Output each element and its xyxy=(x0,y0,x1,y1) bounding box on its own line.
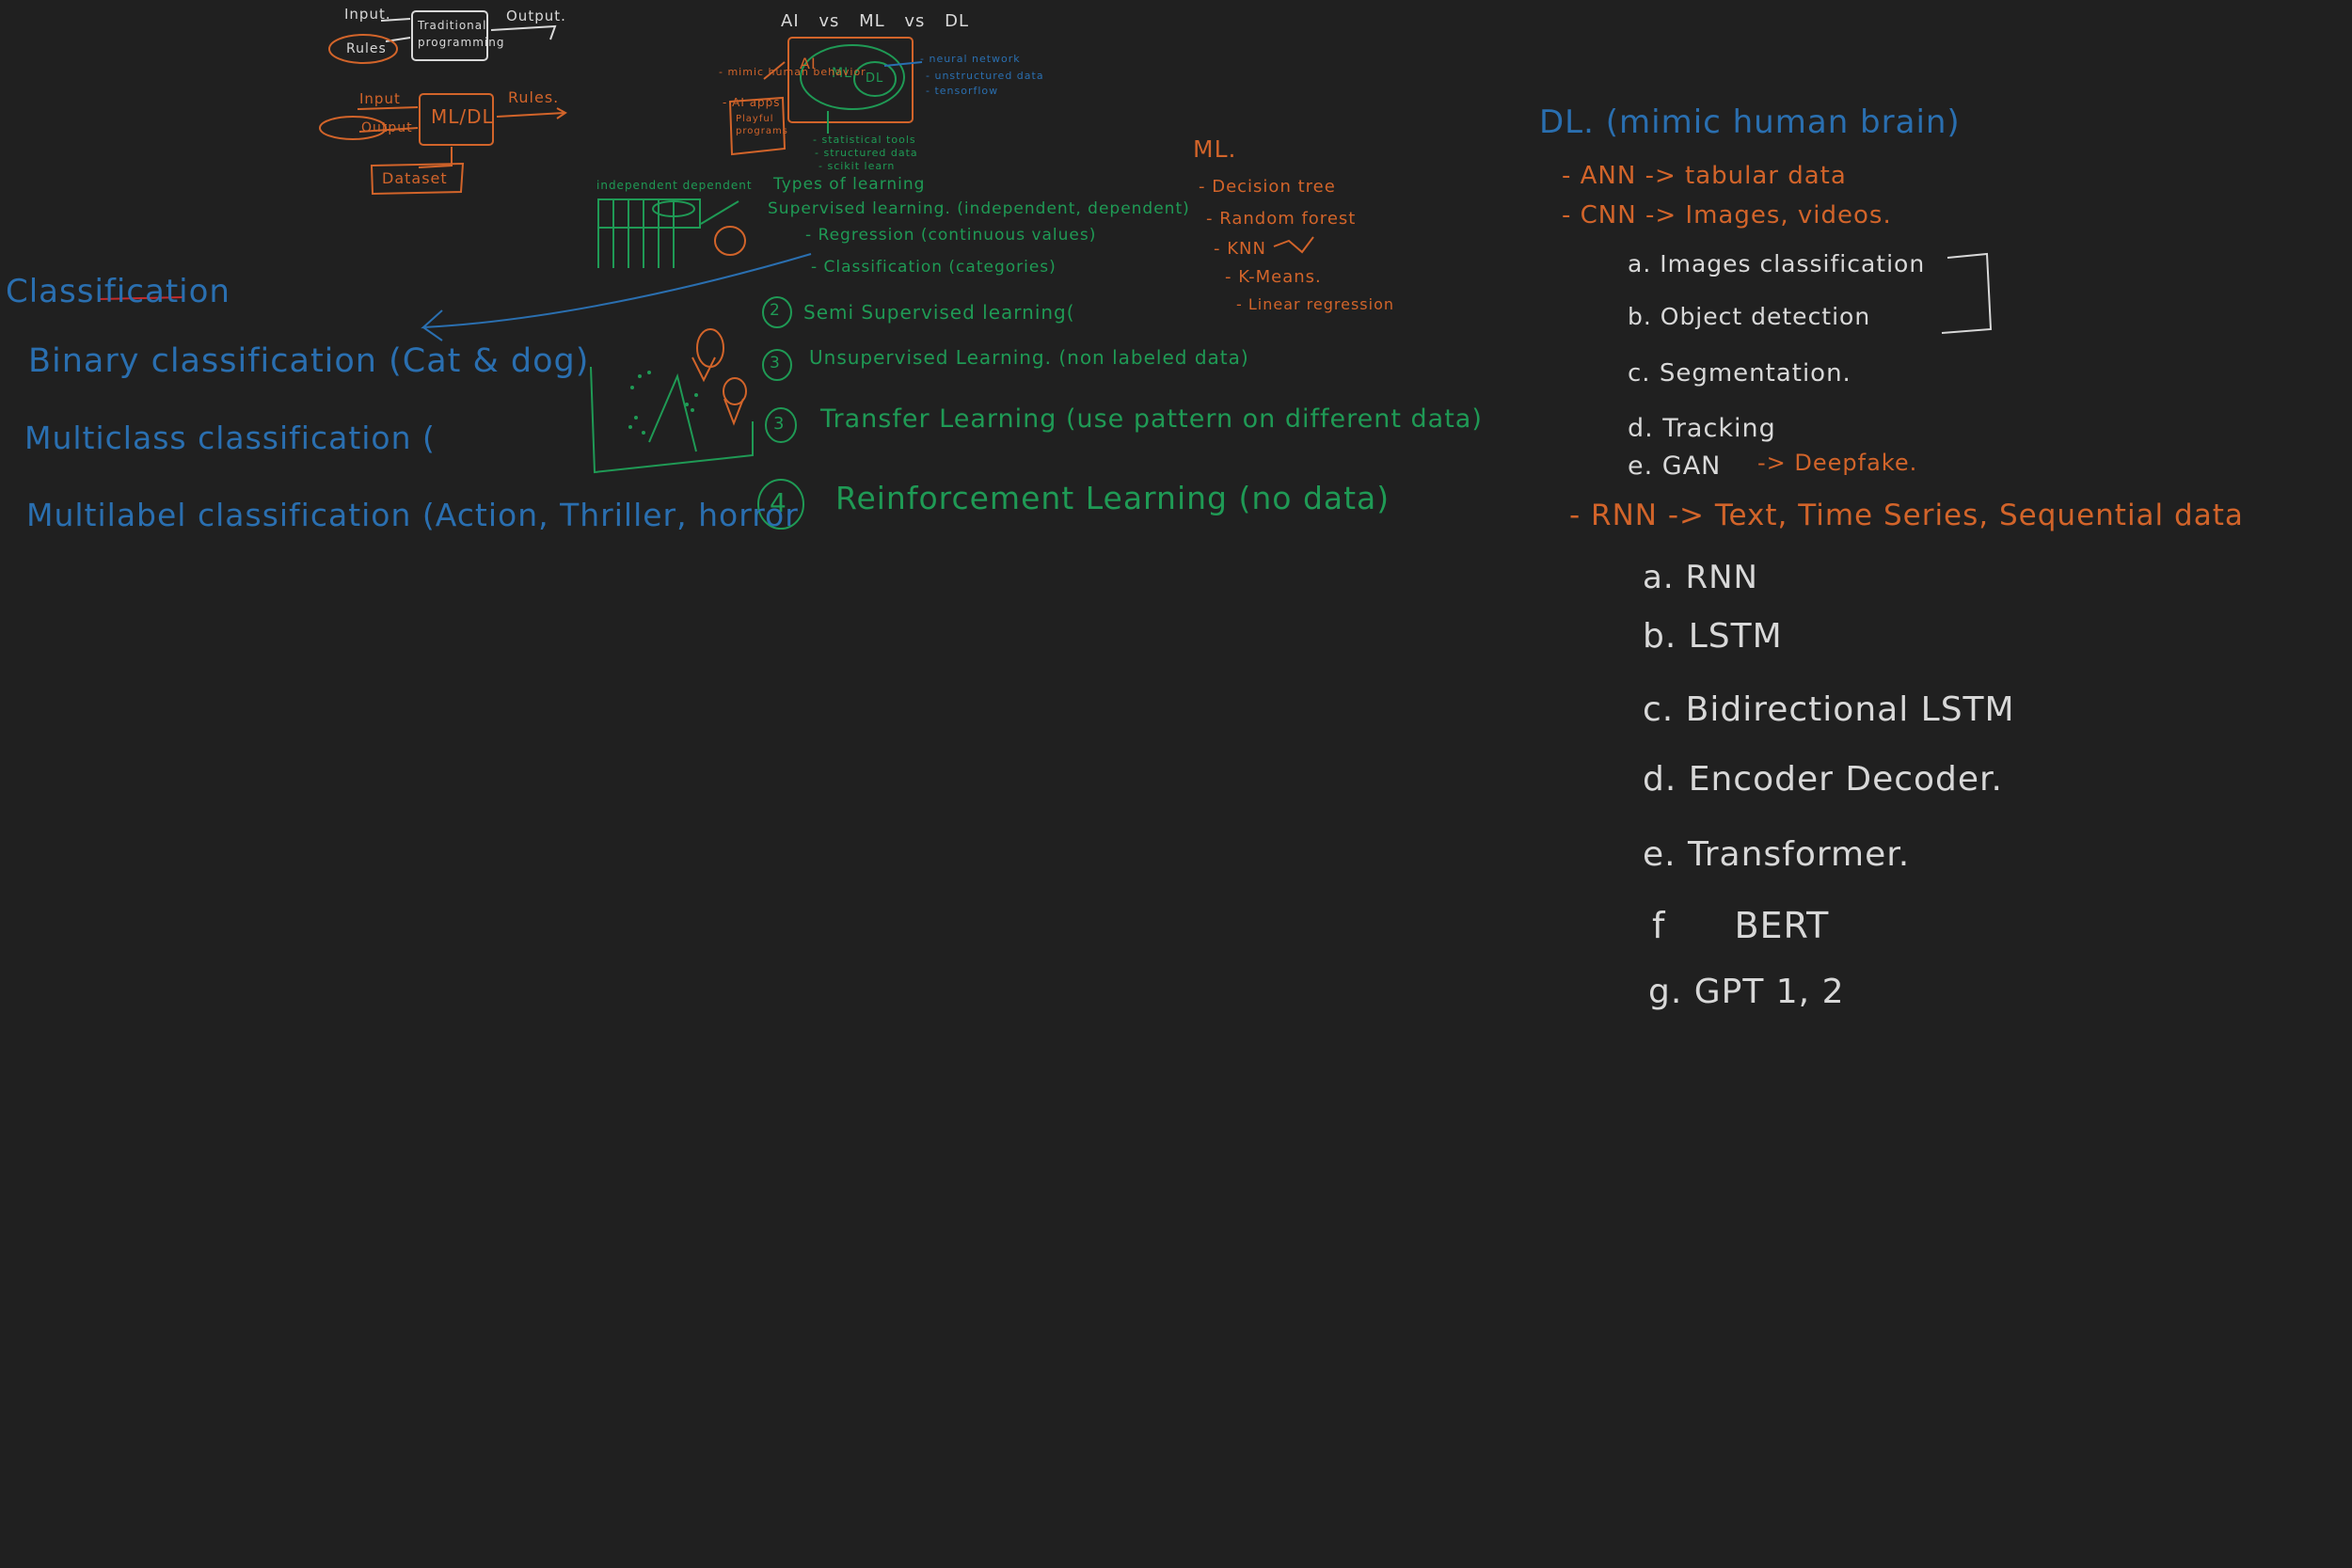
trad-input-label: Input. xyxy=(344,6,391,23)
gan-deepfake: -> Deepfake. xyxy=(1757,450,1918,476)
ml-note-3: - scikit learn xyxy=(818,160,896,172)
transfer-learning: Transfer Learning (use pattern on differ… xyxy=(820,404,1483,434)
ml-note-2: - structured data xyxy=(815,147,918,159)
binary-classification: Binary classification (Cat & dog) xyxy=(28,342,590,380)
ml-item-knn: - KNN xyxy=(1214,239,1266,259)
scatter-sketch-strokes xyxy=(590,366,754,474)
dl-cnn: - CNN -> Images, videos. xyxy=(1562,201,1892,230)
knn-scribble xyxy=(1273,236,1314,254)
dl-note-2: - unstructured data xyxy=(926,70,1044,82)
orange-number-marks xyxy=(691,328,747,426)
mldl-output-label: Output xyxy=(361,120,413,135)
rnn-item-c: c. Bidirectional LSTM xyxy=(1643,690,2015,729)
mldl-box-label: ML/DL xyxy=(431,105,494,128)
cnn-bracket xyxy=(1941,252,1993,334)
classification-title: Classification xyxy=(6,273,230,310)
dl-note-3: - tensorflow xyxy=(926,85,999,97)
cnn-item-a: a. Images classification xyxy=(1628,250,1926,277)
ai-note-1: - mimic human behavior xyxy=(719,66,866,78)
table-sketch-label: independent dependent xyxy=(596,179,753,192)
mldl-input-label: Input xyxy=(359,90,401,107)
unsupervised-learning: Unsupervised Learning. (non labeled data… xyxy=(809,346,1249,369)
venn-ai-label: AI xyxy=(800,55,817,72)
venn-dl-label: DL xyxy=(866,71,884,86)
cnn-item-d: d. Tracking xyxy=(1628,414,1776,443)
ml-item-linear-regression: - Linear regression xyxy=(1236,295,1395,313)
trad-rules-label: Rules xyxy=(346,41,387,56)
venn-title: AI vs ML vs DL xyxy=(781,11,970,31)
mldl-rules-label: Rules. xyxy=(508,88,560,106)
dataset-label: Dataset xyxy=(382,169,448,187)
ml-item-kmeans: - K-Means. xyxy=(1225,267,1322,287)
cnn-item-e-gan: e. GAN xyxy=(1628,451,1722,481)
rnn-item-a: a. RNN xyxy=(1643,559,1758,596)
rnn-item-d: d. Encoder Decoder. xyxy=(1643,760,2003,799)
venn-dl-pointer xyxy=(883,61,923,67)
ai-box-label: Playful programs xyxy=(736,114,788,136)
ai-note-2: - AI apps xyxy=(723,96,781,109)
trad-programming-box: Traditional programming xyxy=(418,19,505,49)
cnn-item-b: b. Object detection xyxy=(1628,303,1871,330)
semi-supervised-learning: Semi Supervised learning( xyxy=(803,301,1075,324)
dl-ann: - ANN -> tabular data xyxy=(1562,162,1847,190)
rnn-item-g: g. GPT 1, 2 xyxy=(1648,973,1845,1011)
ml-note-1: - statistical tools xyxy=(813,134,916,146)
scatter-points xyxy=(628,371,698,435)
num-2: 2 xyxy=(770,301,781,320)
classification-item: - Classification (categories) xyxy=(811,258,1057,277)
number-one-circle xyxy=(714,226,746,256)
rnn-item-e: e. Transformer. xyxy=(1643,835,1911,874)
num-4: 4 xyxy=(770,487,787,518)
multiclass-classification: Multiclass classification ( xyxy=(24,420,436,456)
trad-output-label: Output. xyxy=(506,8,566,24)
dl-rnn: - RNN -> Text, Time Series, Sequential d… xyxy=(1569,499,2244,532)
rnn-item-b: b. LSTM xyxy=(1643,617,1783,656)
supervised-learning: Supervised learning. (independent, depen… xyxy=(768,199,1190,218)
ml-item-decision-tree: - Decision tree xyxy=(1199,177,1336,197)
ml-item-random-forest: - Random forest xyxy=(1206,209,1357,229)
cnn-item-c: c. Segmentation. xyxy=(1628,359,1851,388)
multilabel-classification: Multilabel classification (Action, Thril… xyxy=(26,497,799,533)
ml-list-title: ML. xyxy=(1193,135,1237,163)
regression-item: - Regression (continuous values) xyxy=(805,226,1097,245)
rnn-item-f: f BERT xyxy=(1652,905,1830,946)
venn-ml-label: ML xyxy=(832,66,852,81)
num-3b: 3 xyxy=(773,414,786,434)
table-sketch-strokes xyxy=(597,198,739,268)
types-title: Types of learning xyxy=(773,175,926,194)
dl-note-1: - neural network xyxy=(920,53,1021,65)
reinforcement-learning: Reinforcement Learning (no data) xyxy=(835,480,1391,516)
classification-arrow xyxy=(421,253,812,341)
num-3: 3 xyxy=(770,354,781,372)
dl-title: DL. (mimic human brain) xyxy=(1539,103,1961,141)
